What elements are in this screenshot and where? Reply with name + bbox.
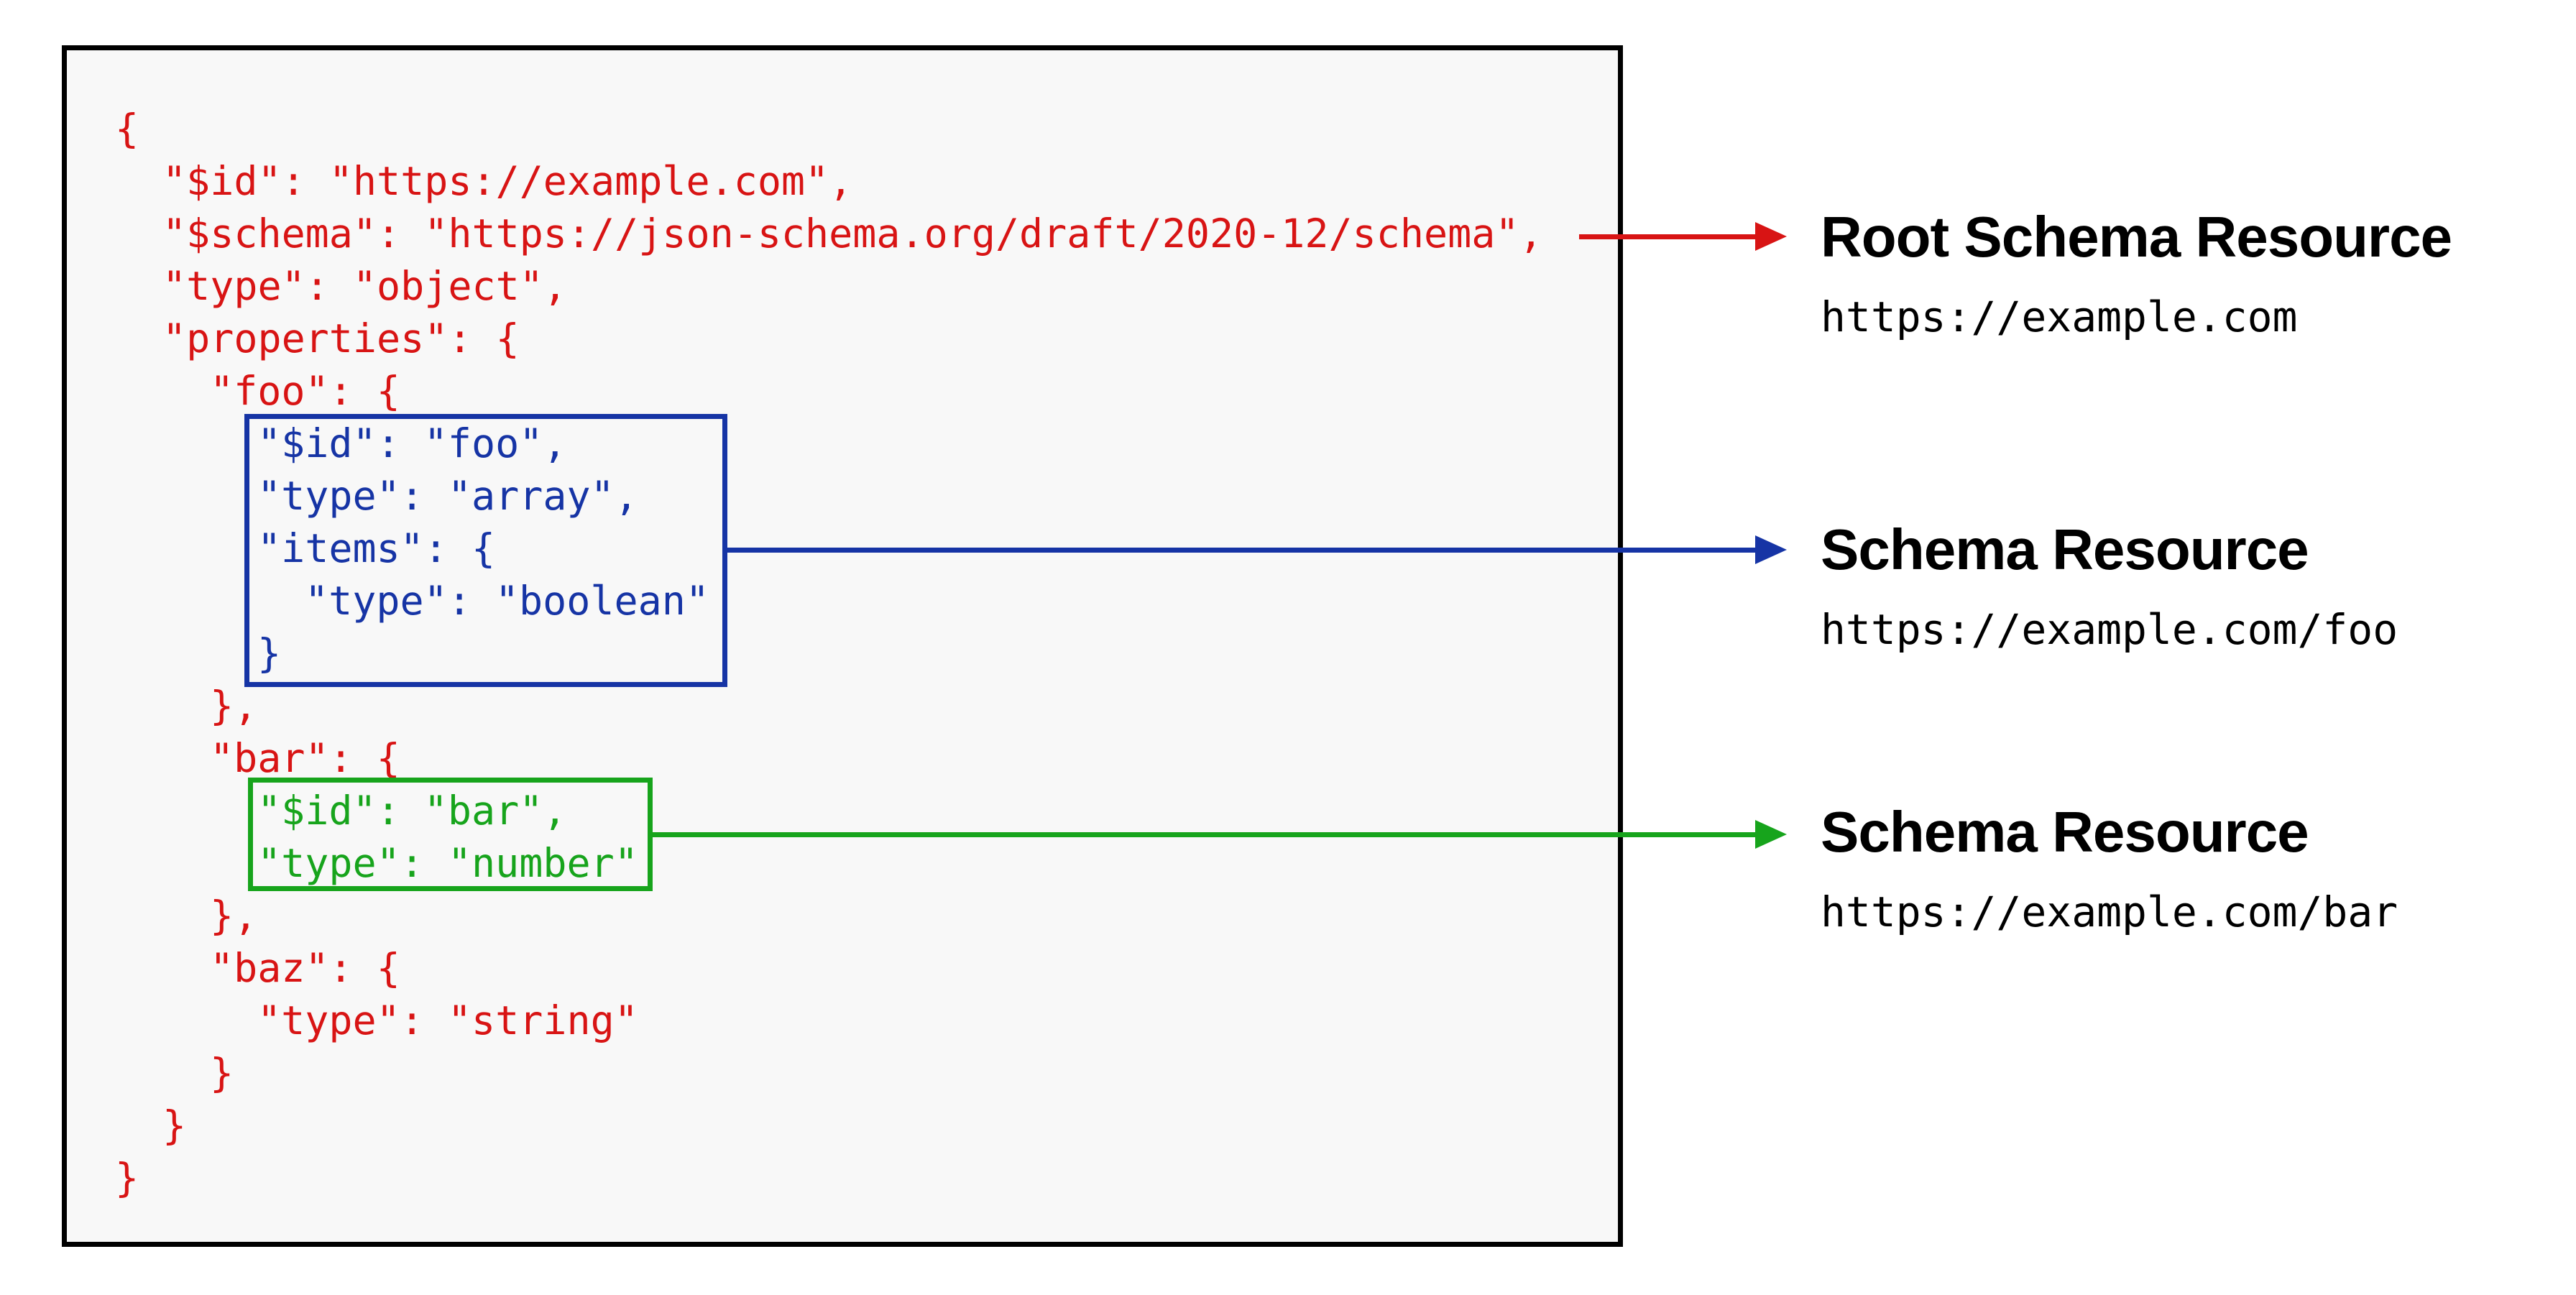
- code-line: "type": "number": [257, 840, 638, 886]
- code-line: }: [162, 1102, 187, 1148]
- code-line: "foo": {: [210, 368, 400, 414]
- code-line: "type": "string": [257, 997, 638, 1043]
- annotation-title: Root Schema Resource: [1821, 205, 2452, 269]
- code-line: "$id": "foo",: [257, 420, 567, 466]
- annotation-url: https://example.com/foo: [1821, 605, 2398, 654]
- code-line: "type": "array",: [257, 473, 638, 519]
- annotation-root-schema-resource: Root Schema Resource https://example.com: [1821, 203, 2539, 342]
- code-line: "properties": {: [162, 315, 520, 361]
- arrowhead-icon: [1755, 222, 1787, 251]
- annotation-url: https://example.com/bar: [1821, 888, 2398, 936]
- bar-schema-arrow: [653, 820, 1787, 849]
- code-line: "$id": "bar",: [257, 788, 567, 834]
- arrow-shaft: [653, 831, 1755, 837]
- annotation-foo-schema-resource: Schema Resource https://example.com/foo: [1821, 515, 2539, 655]
- code-line: "bar": {: [210, 735, 400, 781]
- code-line: }: [210, 1050, 234, 1096]
- code-line: "items": {: [257, 525, 496, 571]
- code-line: {: [115, 106, 139, 152]
- arrow-shaft: [1579, 234, 1755, 239]
- annotation-title: Schema Resource: [1821, 517, 2309, 581]
- code-line: "$schema": "https://json-schema.org/draf…: [162, 211, 1543, 257]
- annotation-bar-schema-resource: Schema Resource https://example.com/bar: [1821, 798, 2539, 937]
- code-line: "type": "boolean": [305, 578, 709, 624]
- foo-schema-arrow: [727, 535, 1787, 564]
- annotation-url: https://example.com: [1821, 292, 2298, 341]
- code-line: },: [210, 683, 258, 729]
- arrowhead-icon: [1755, 820, 1787, 849]
- schema-code-panel: [62, 45, 1623, 1247]
- annotation-title: Schema Resource: [1821, 800, 2309, 864]
- arrowhead-icon: [1755, 535, 1787, 564]
- code-line: },: [210, 893, 258, 939]
- code-line: }: [257, 630, 282, 676]
- code-line: "baz": {: [210, 945, 400, 991]
- schema-code: { "$id": "https://example.com", "$schema":…: [67, 50, 1618, 1204]
- code-line: }: [115, 1155, 139, 1201]
- arrow-shaft: [727, 547, 1755, 553]
- root-schema-arrow: [1579, 222, 1787, 251]
- code-line: "type": "object",: [162, 263, 567, 309]
- code-line: "$id": "https://example.com",: [162, 158, 853, 204]
